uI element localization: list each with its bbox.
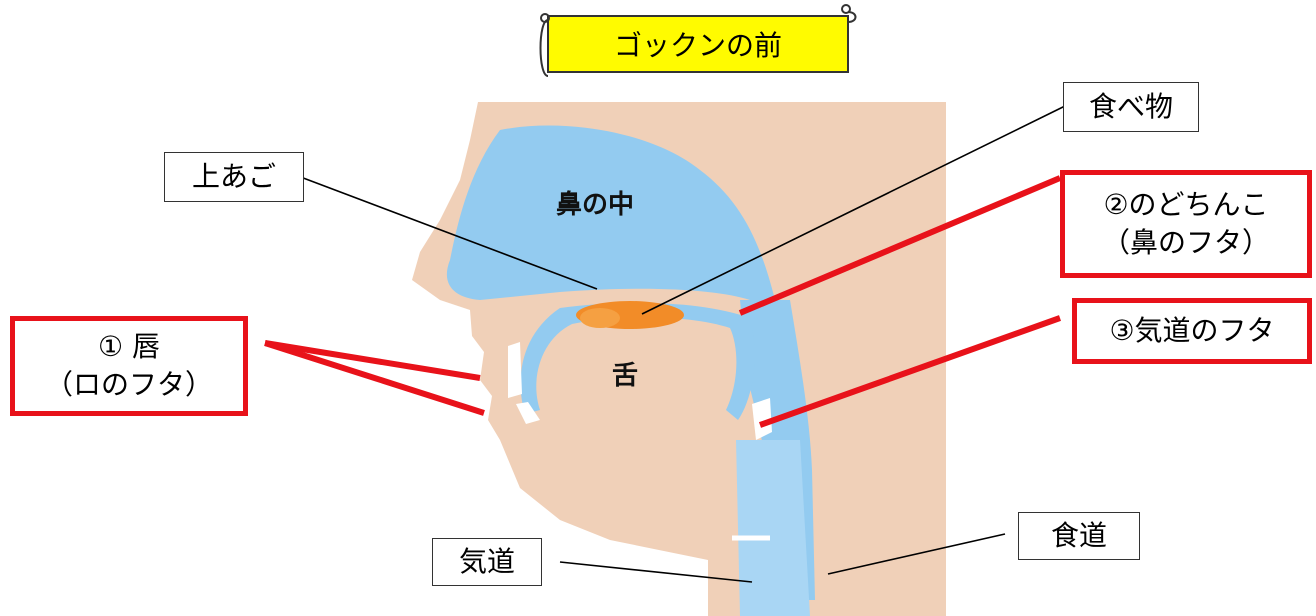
label-trachea: 気道 <box>432 538 542 586</box>
nasal-cavity <box>446 125 775 300</box>
label-nasal-cavity: 鼻の中 <box>556 190 635 220</box>
epiglottis-text: ③気道のフタ <box>1109 314 1275 348</box>
label-uvula: ②のどちんこ （鼻のフタ） <box>1060 170 1312 278</box>
label-esophagus: 食道 <box>1018 512 1140 560</box>
lips-text-2: （ロのフタ） <box>44 368 213 401</box>
airway-tube <box>736 440 810 616</box>
upper-jaw-text: 上あご <box>191 160 276 194</box>
label-lips: ① 唇 （ロのフタ） <box>10 316 248 416</box>
title-banner <box>539 4 857 77</box>
label-upper-jaw: 上あご <box>164 152 304 202</box>
uvula-text-1: ②のどちんこ <box>1103 188 1269 222</box>
label-epiglottis: ③気道のフタ <box>1072 298 1312 364</box>
lip-edge <box>508 342 522 398</box>
esophagus-text: 食道 <box>1050 519 1107 553</box>
page-title: ゴックンの前 <box>613 29 782 62</box>
trachea-text: 気道 <box>458 545 515 579</box>
lips-text-1: ① 唇 <box>97 330 160 364</box>
mouth-cavity <box>520 302 755 420</box>
epiglottis-shape <box>752 398 772 440</box>
label-food: 食べ物 <box>1063 82 1199 132</box>
uvula-text-2: （鼻のフタ） <box>1101 226 1270 259</box>
label-tongue: 舌 <box>612 361 639 391</box>
food-text: 食べ物 <box>1088 90 1173 124</box>
